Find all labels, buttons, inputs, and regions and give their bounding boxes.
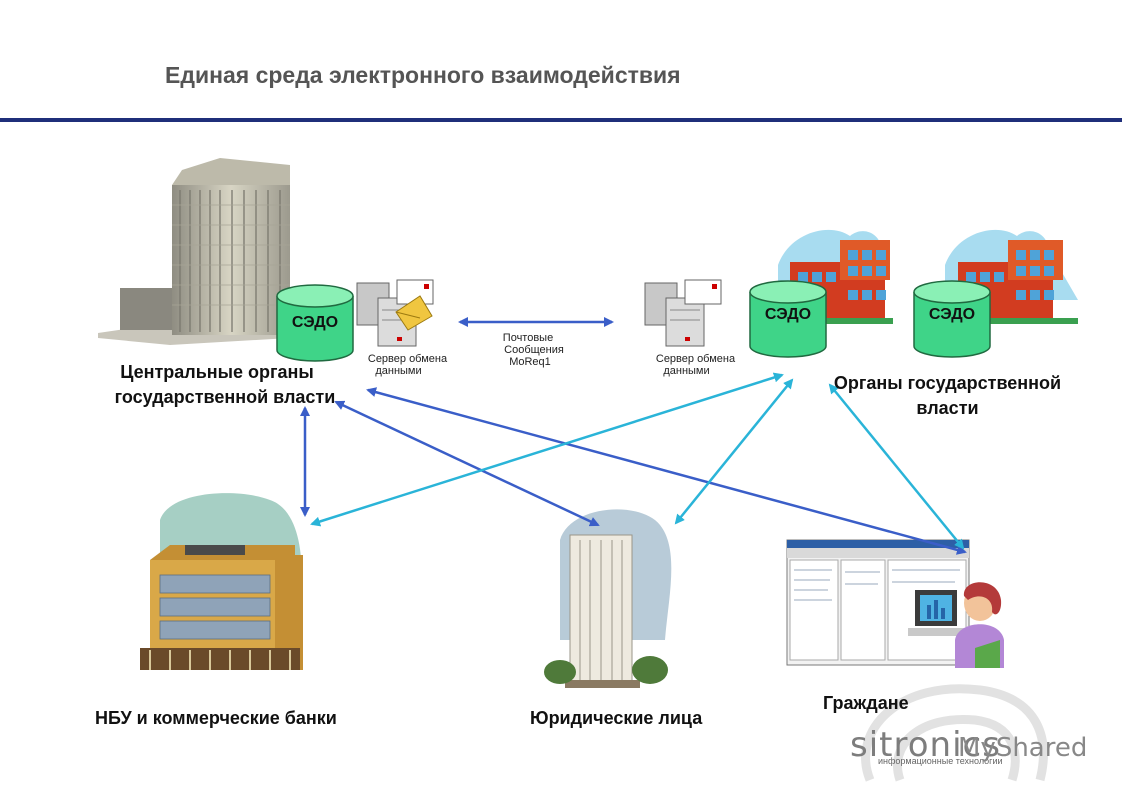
arrow-state-to-legal: [674, 378, 794, 525]
bank-building-icon: [140, 493, 303, 670]
server-right-caption-line2: данными: [663, 365, 710, 377]
watermark-swirl-icon: [861, 684, 1048, 782]
central-government-building-icon: [98, 158, 290, 345]
central-authorities-label: Центральные органы государственной власт…: [80, 360, 370, 410]
mail-caption: Почтовые Сообщения MoReq1: [478, 332, 578, 368]
sedo-central-label: СЭДО: [291, 314, 339, 331]
legal-entities-label: Юридические лица: [530, 708, 703, 728]
watermark-logo: sitronics: [850, 725, 1001, 765]
sedo-state-2-label: СЭДО: [928, 306, 976, 323]
state-authorities-label: Органы государственной власти: [800, 371, 1095, 421]
banks-label: НБУ и коммерческие банки: [95, 708, 337, 728]
sedo-central-db-icon: СЭДО: [275, 284, 355, 362]
server-left-caption-line2: данными: [375, 365, 422, 377]
server-right-caption-line1: Сервер обмена: [655, 353, 736, 365]
server-left-icon: [356, 279, 434, 347]
sedo-state-2-db-icon: СЭДО: [912, 280, 992, 358]
server-left-caption: Сервер обмена данными: [360, 353, 455, 377]
server-right-icon: [644, 279, 722, 347]
state-label-line2: власти: [916, 398, 979, 418]
arrow-central-to-legal: [334, 400, 600, 527]
watermark-shared: MyShared: [958, 733, 1088, 763]
citizens-label: Граждане: [823, 693, 909, 713]
state-label-line1: Органы государственной: [833, 373, 1062, 393]
sedo-state-1-db-icon: СЭДО: [748, 280, 828, 358]
mail-caption-line1: Почтовые: [502, 332, 554, 344]
sedo-state-1-label: СЭДО: [764, 306, 812, 323]
server-right-caption: Сервер обмена данными: [648, 353, 743, 377]
mail-caption-line3: MoReq1: [509, 356, 551, 368]
header-divider: [0, 118, 1122, 122]
central-label-line1: Центральные органы: [120, 362, 314, 382]
citizen-person-icon: [908, 582, 1004, 668]
server-left-caption-line1: Сервер обмена: [367, 353, 448, 365]
arrow-state-to-citizens: [828, 383, 965, 550]
mail-caption-line2: Сообщения: [504, 344, 564, 356]
page-title: Единая среда электронного взаимодействия: [165, 62, 681, 88]
central-label-line2: государственной власти: [114, 387, 336, 407]
legal-entities-building-icon: [544, 509, 672, 688]
watermark-tagline: информационные технологии: [878, 756, 1003, 766]
